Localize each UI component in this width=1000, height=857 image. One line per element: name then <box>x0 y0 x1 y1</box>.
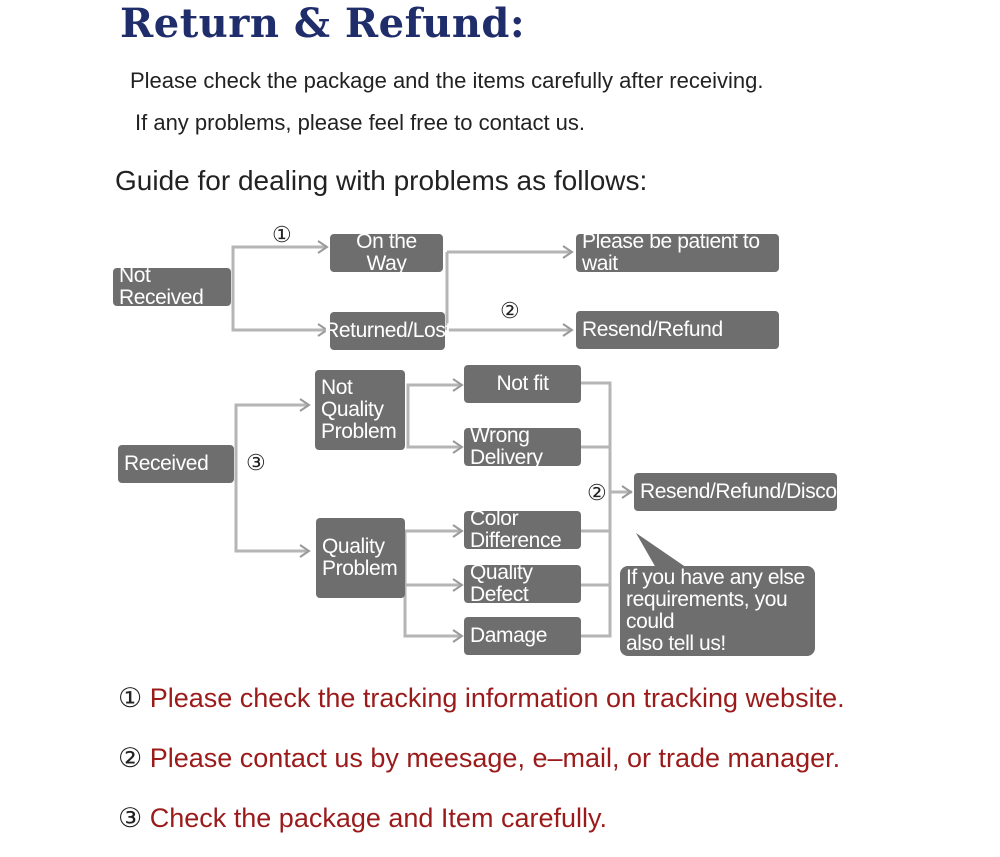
node-not-fit: Not fit <box>464 365 581 403</box>
note-1: ① Please check the tracking information … <box>118 685 845 712</box>
note-2-mark: ② <box>118 743 143 773</box>
node-not-received: Not Received <box>113 264 231 309</box>
node-not-quality-problem: Not Quality Problem <box>315 370 405 450</box>
intro-line-2: If any problems, please feel free to con… <box>135 110 586 135</box>
note-3-mark: ③ <box>118 803 143 833</box>
node-wrong-delivery: Wrong Delivery <box>464 424 581 469</box>
node-damage: Damage <box>464 617 581 655</box>
quality-line-1: Quality <box>322 534 385 558</box>
node-quality-defect: Quality Defect <box>464 561 581 606</box>
not-quality-line-2: Quality <box>321 397 384 421</box>
not-quality-line-1: Not <box>321 375 353 399</box>
note-1-mark: ① <box>118 683 143 713</box>
note-2: ② Please contact us by meesage, e–mail, … <box>118 745 840 772</box>
guide-heading: Guide for dealing with problems as follo… <box>115 165 648 196</box>
node-received: Received <box>118 445 234 483</box>
callout-line-3: also tell us! <box>626 632 726 656</box>
intro-line-1: Please check the package and the items c… <box>130 68 764 93</box>
node-quality-problem: Quality Problem <box>316 518 405 598</box>
callout-line-1: If you have any else <box>626 565 805 589</box>
note-3: ③ Check the package and Item carefully. <box>118 805 607 832</box>
node-on-the-way: On the Way <box>330 230 443 275</box>
quality-line-2: Problem <box>322 557 398 580</box>
node-be-patient: Please be patient to wait <box>576 230 779 275</box>
callout-line-2: requirements, you could <box>626 587 788 633</box>
marker-one: ① <box>272 222 292 247</box>
note-1-text: Please check the tracking information on… <box>149 683 845 713</box>
marker-two-top: ② <box>500 298 520 323</box>
page-title: Return & Refund: <box>120 0 526 47</box>
node-resend-refund: Resend/Refund <box>576 311 779 349</box>
note-2-text: Please contact us by meesage, e–mail, or… <box>149 743 841 773</box>
node-color-difference: Color Difference <box>464 507 581 552</box>
node-returned-lost: Returned/Lost <box>324 312 451 350</box>
node-resend-refund-discount: Resend/Refund/Discount <box>634 473 865 511</box>
not-quality-line-3: Problem <box>321 420 397 444</box>
callout-else-requirements: If you have any else requirements, you c… <box>620 566 815 656</box>
marker-three: ③ <box>246 450 266 475</box>
note-3-text: Check the package and Item carefully. <box>149 803 607 833</box>
marker-two-bottom: ② <box>587 480 607 505</box>
